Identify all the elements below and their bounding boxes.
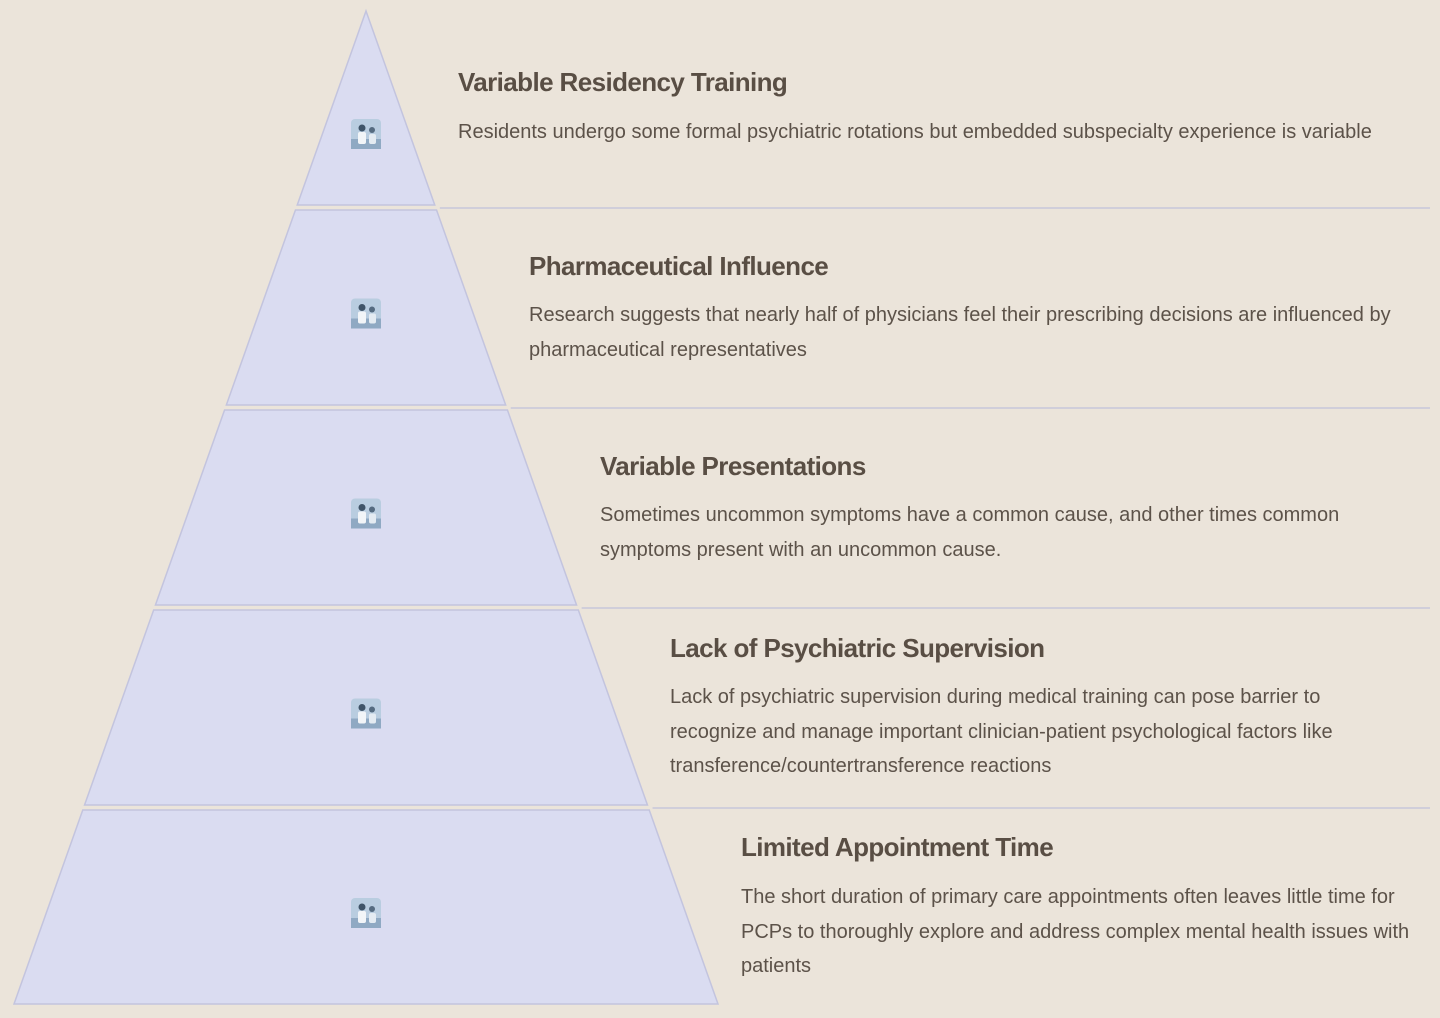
level-5-title: Limited Appointment Time <box>741 832 1054 862</box>
level-4-description: Lack of psychiatric supervision during m… <box>670 686 1333 777</box>
level-3-title: Variable Presentations <box>600 451 866 481</box>
clinicians-discussion-photo-icon <box>351 498 381 529</box>
level-5-description: The short duration of primary care appoi… <box>741 886 1410 977</box>
appointment-photo-icon <box>351 898 381 928</box>
level-2-description: Research suggests that nearly half of ph… <box>529 304 1391 361</box>
level-1-description: Residents undergo some formal psychiatri… <box>458 121 1372 143</box>
level-1-title: Variable Residency Training <box>458 67 788 97</box>
supervision-photo-icon <box>351 698 381 729</box>
level-4-title: Lack of Psychiatric Supervision <box>670 633 1045 663</box>
pyramid-tier-1 <box>296 8 436 206</box>
level-2-title: Pharmaceutical Influence <box>529 251 829 281</box>
level-3-description: Sometimes uncommon symptoms have a commo… <box>600 504 1340 561</box>
physician-consultation-photo-icon <box>351 298 381 329</box>
doctor-at-computer-photo-icon <box>351 119 381 149</box>
